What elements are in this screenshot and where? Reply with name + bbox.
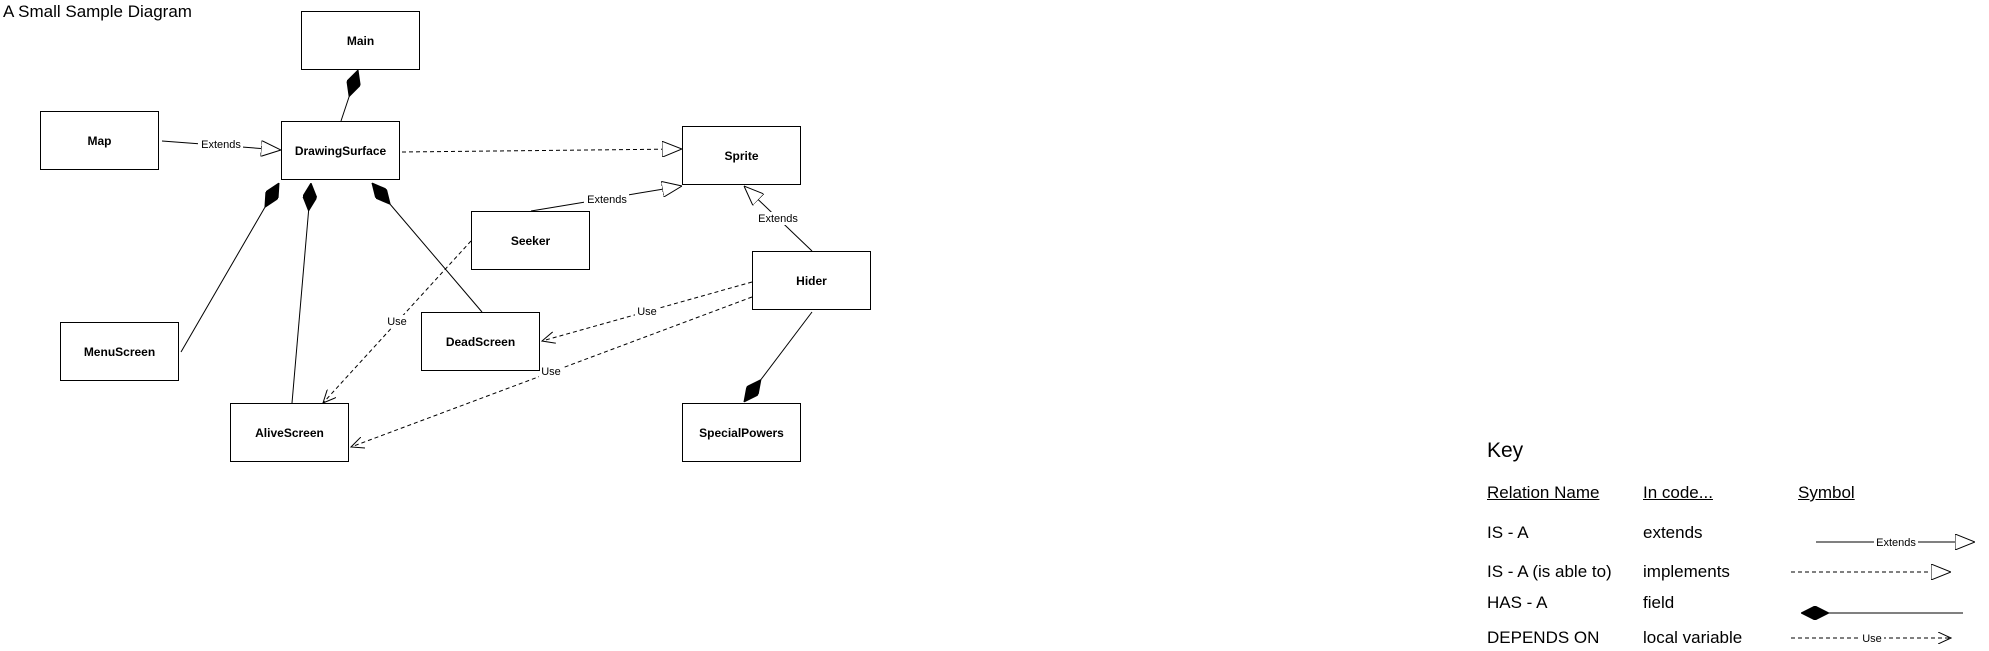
edge-drawingsurface-implements-sprite	[401, 149, 682, 152]
key-title: Key	[1487, 439, 1524, 462]
edge-seeker-uses-alivescreen: Use	[323, 240, 472, 403]
class-hider[interactable]: Hider	[752, 251, 871, 310]
class-map[interactable]: Map	[40, 111, 159, 170]
class-special-powers[interactable]: SpecialPowers	[682, 403, 801, 462]
edge-map-extends-drawingsurface: Extends	[161, 138, 281, 151]
edge-hider-extends-sprite: Extends	[744, 186, 813, 252]
class-seeker[interactable]: Seeker	[471, 211, 590, 270]
key-row-has-a-relation: HAS - A	[1487, 593, 1548, 612]
edge-label-map-extends: Extends	[201, 139, 241, 151]
key-symbol-extends: Extends	[1816, 536, 1975, 549]
edge-specialpowers-has-hider	[744, 311, 813, 402]
edge-drawingsurface-has-menuscreen	[180, 183, 279, 353]
key-row-depends-on-code: local variable	[1643, 628, 1743, 647]
edge-label-seeker-extends: Extends	[587, 194, 627, 206]
key-row-implements-relation: IS - A (is able to)	[1487, 562, 1612, 581]
edge-drawingsurface-has-alivescreen	[291, 183, 311, 404]
key-symbol-use-label: Use	[1862, 633, 1882, 645]
class-alive-screen[interactable]: AliveScreen	[230, 403, 349, 462]
key-row-is-a-relation: IS - A	[1487, 523, 1529, 542]
class-drawing-surface[interactable]: DrawingSurface	[281, 121, 400, 180]
class-sprite[interactable]: Sprite	[682, 126, 801, 185]
key-header-code: In code...	[1643, 483, 1713, 502]
key-symbol-extends-label: Extends	[1876, 537, 1916, 549]
class-main[interactable]: Main	[301, 11, 420, 70]
edge-hider-uses-alivescreen: Use	[351, 296, 753, 447]
key-symbol-use: Use	[1791, 632, 1951, 645]
edge-drawingsurface-has-deadscreen	[372, 183, 483, 313]
edge-seeker-extends-sprite: Extends	[530, 186, 682, 212]
edge-label-hider-extends: Extends	[758, 213, 798, 225]
class-menu-screen[interactable]: MenuScreen	[60, 322, 179, 381]
edge-hider-uses-deadscreen: Use	[542, 281, 753, 341]
key-row-is-a-code: extends	[1643, 523, 1703, 542]
key-header-relation: Relation Name	[1487, 483, 1600, 502]
edge-label-hider-use-alive: Use	[541, 366, 561, 378]
edge-main-has-drawingsurface	[340, 70, 358, 122]
key-row-depends-on-relation: DEPENDS ON	[1487, 628, 1600, 647]
edge-label-seeker-use: Use	[387, 316, 407, 328]
class-dead-screen[interactable]: DeadScreen	[421, 312, 540, 371]
edge-label-hider-use-dead: Use	[637, 306, 657, 318]
diagram-title: A Small Sample Diagram	[3, 2, 192, 21]
key-header-symbol: Symbol	[1798, 483, 1855, 502]
key-row-has-a-code: field	[1643, 593, 1675, 612]
key-row-implements-code: implements	[1643, 562, 1730, 581]
